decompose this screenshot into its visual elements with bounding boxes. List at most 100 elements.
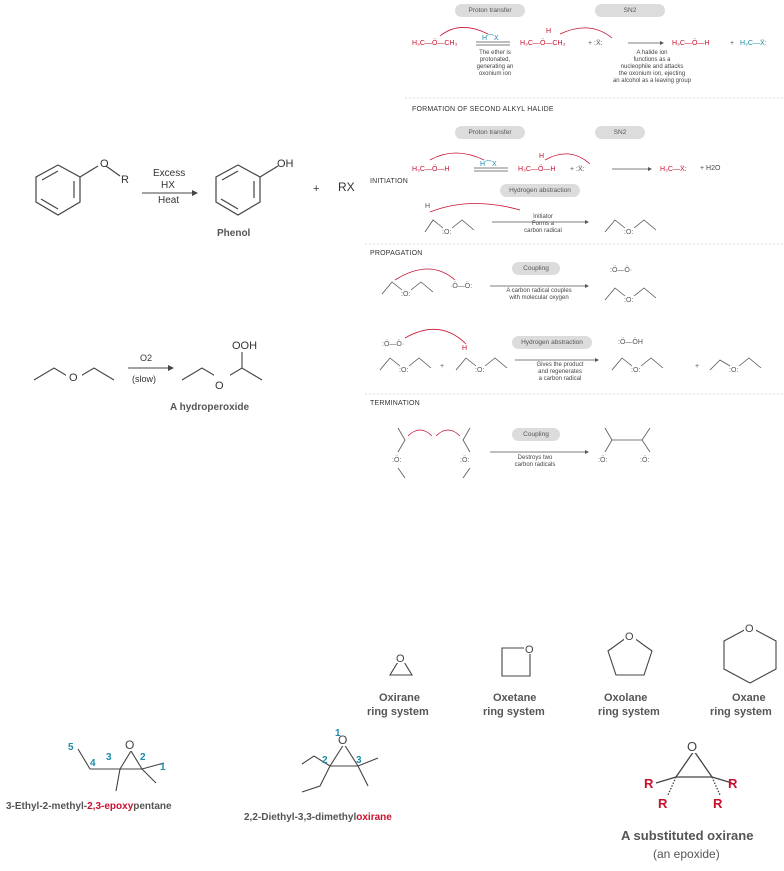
- hydroperoxide-o: O: [215, 380, 224, 392]
- second-halide-products: + H2O: [700, 165, 721, 172]
- svg-text:+ :Ẍ:: + :Ẍ:: [588, 39, 603, 47]
- svg-text:H: H: [462, 345, 467, 352]
- reagent-slow: (slow): [132, 374, 156, 384]
- svg-text::O:: :O:: [624, 297, 633, 304]
- svg-text:H: H: [539, 153, 544, 160]
- hydroperoxide-arrow: [128, 365, 174, 371]
- epoxy1-name-pre: 3-Ethyl-2-methyl-: [6, 801, 88, 812]
- svg-text:+ :Ẍ:: + :Ẍ:: [570, 165, 585, 173]
- svg-text::Ö:: :Ö:: [598, 456, 607, 464]
- epoxy2-name-pre: 2,2-Diethyl-3,3-dimethyl: [244, 812, 357, 823]
- r-group-2: R: [658, 796, 668, 811]
- hydroperoxide-label: A hydroperoxide: [170, 402, 250, 413]
- ring-sub-oxirane: ring system: [367, 706, 429, 718]
- svg-text:H₃C—Ö—CH₃: H₃C—Ö—CH₃: [412, 39, 458, 47]
- pill-coupling-2: Coupling: [512, 428, 560, 441]
- second-halide-structures: H₃C—Ö—H H⌒X H₃C—Ö—H H + :Ẍ: H₃C—Ẍ:: [412, 152, 687, 173]
- reagent-heat: Heat: [158, 195, 180, 206]
- ether-oxygen: O: [100, 158, 109, 170]
- svg-text::O:: :O:: [401, 291, 410, 298]
- heading-initiation: INITIATION: [370, 178, 409, 185]
- epoxy1-num-3: 3: [106, 752, 112, 763]
- svg-text::Ö—ÖH: :Ö—ÖH: [618, 338, 643, 346]
- epoxy1-name: 3-Ethyl-2-methyl-2,3-epoxypentane: [6, 801, 172, 812]
- svg-text:O: O: [625, 631, 634, 643]
- reagent-excess: Excess: [153, 168, 186, 179]
- svg-text:H⌒X: H⌒X: [480, 160, 497, 168]
- pill-sn2-2: SN2: [595, 126, 645, 139]
- ether-o: O: [69, 372, 78, 384]
- oxetane-ring: O: [501, 642, 536, 677]
- substituted-oxirane-title: A substituted oxirane: [621, 828, 754, 843]
- rx-product: RX: [338, 180, 355, 194]
- epoxy1-name-post: pentane: [133, 801, 172, 812]
- epoxy1-num-2: 2: [140, 752, 146, 763]
- hydroperoxide-ooh: OOH: [232, 340, 258, 352]
- reagent-o2: O2: [140, 353, 153, 363]
- pill-sn2: SN2: [595, 4, 665, 17]
- pill-proton-transfer: Proton transfer: [455, 4, 525, 17]
- substituent-r: R: [121, 174, 129, 186]
- epoxy2-name: 2,2-Diethyl-3,3-dimethyloxirane: [244, 812, 392, 823]
- svg-text:H⌒X: H⌒X: [482, 34, 499, 42]
- epoxy2-num-3: 3: [356, 755, 362, 766]
- pill-coupling: Coupling: [512, 262, 560, 275]
- epoxypentane-structure: O: [77, 738, 165, 792]
- svg-text:H₃C—Ẍ:: H₃C—Ẍ:: [740, 39, 767, 47]
- svg-text:O: O: [338, 733, 347, 747]
- phenol-arrow: [142, 190, 198, 196]
- pill-proton-transfer-2: Proton transfer: [455, 126, 525, 139]
- hydroperoxide-structure: [181, 352, 263, 388]
- svg-text:O: O: [396, 653, 405, 665]
- svg-text::Ö:: :Ö:: [460, 456, 469, 464]
- anisole-ring: [35, 164, 121, 216]
- svg-text:H₃C—Ẍ:: H₃C—Ẍ:: [660, 165, 687, 173]
- heading-termination: TERMINATION: [370, 400, 420, 407]
- oxirane-ring: O: [389, 651, 413, 676]
- r-group-3: R: [728, 776, 738, 791]
- svg-text:H₃C—Ö—H: H₃C—Ö—H: [672, 39, 709, 47]
- svg-text::O:: :O:: [399, 367, 408, 374]
- epoxy1-num-4: 4: [90, 758, 96, 769]
- reagent-hx: HX: [161, 180, 175, 191]
- phenol-ring: [215, 164, 279, 216]
- ring-name-oxane: Oxane: [732, 692, 766, 704]
- svg-text:+: +: [730, 40, 734, 47]
- substituted-oxirane-sub: (an epoxide): [653, 847, 720, 861]
- epoxy2-num-2: 2: [322, 755, 328, 766]
- epoxy1-name-red: 2,3-epoxy: [87, 801, 134, 812]
- svg-text::Ö:: :Ö:: [392, 456, 401, 464]
- svg-text::Ö—Ö·: :Ö—Ö·: [382, 340, 404, 348]
- propagation-structures: :O: ·Ö—Ö: :Ö—Ö· :O: :Ö—Ö· :O: + H :O: :Ö…: [365, 266, 784, 395]
- svg-text:O: O: [125, 738, 134, 752]
- svg-text:H₃C—Ö—CH₃: H₃C—Ö—CH₃: [520, 39, 566, 47]
- substituted-oxirane-structure: O: [655, 739, 733, 796]
- svg-text:H₃C—Ö—H: H₃C—Ö—H: [518, 165, 555, 173]
- svg-text::Ö:: :Ö:: [640, 456, 649, 464]
- pill-hydrogen-abstraction: Hydrogen abstraction: [500, 184, 580, 197]
- svg-text:O: O: [525, 644, 534, 656]
- ether-cleavage-structures: H₃C—Ö—CH₃ H⌒X H₃C—Ö—CH₃ H + :Ẍ: H₃C—Ö—H …: [405, 27, 784, 99]
- svg-text::O:: :O:: [729, 367, 738, 374]
- epoxy2-num-1: 1: [335, 728, 341, 739]
- initiation-structures: H :O: :O:: [365, 203, 784, 245]
- svg-text:H: H: [425, 203, 430, 210]
- plus-sign: +: [313, 183, 320, 195]
- svg-text:O: O: [687, 739, 697, 754]
- termination-structures: :Ö: :Ö: :Ö: :Ö:: [392, 427, 651, 479]
- oxane-ring: O: [723, 621, 777, 684]
- phenol-label: Phenol: [217, 228, 251, 239]
- r-group-1: R: [644, 776, 654, 791]
- svg-text::O:: :O:: [624, 229, 633, 236]
- ring-name-oxirane: Oxirane: [379, 692, 420, 704]
- diethyldimethyloxirane-structure: O: [301, 733, 379, 793]
- svg-text:H₃C—Ö—H: H₃C—Ö—H: [412, 165, 449, 173]
- svg-text:+: +: [695, 363, 699, 370]
- svg-text:O: O: [745, 623, 754, 635]
- oxolane-ring: O: [607, 629, 653, 676]
- svg-text::O:: :O:: [475, 367, 484, 374]
- svg-text:H: H: [546, 28, 551, 35]
